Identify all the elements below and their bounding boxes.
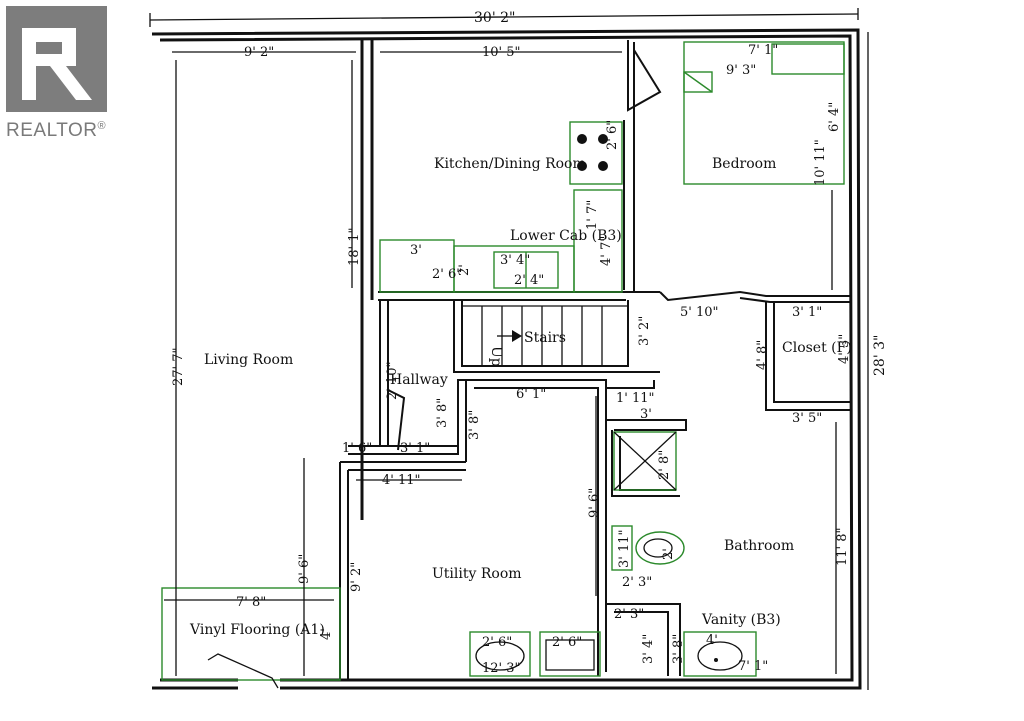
dim-util-bottom: 12' 3" [482,661,521,676]
living-room-label: Living Room [204,352,293,368]
dim-toilet-c: 2' 3" [622,575,652,590]
toilet-bowl [635,531,685,565]
registered-mark: ® [98,120,107,132]
room-labels: Living Room Kitchen/Dining Room Bedroom … [189,156,852,638]
dim-bath-depth: 11' 8" [835,528,850,567]
dim-van-b: 3' 4" [641,634,656,664]
dim-counter-b: 2' 6" [432,267,462,282]
dim-cab-b: 4' 7" [599,236,614,266]
vanity [683,631,757,677]
dim-vinyl-d: 4' [319,628,334,640]
dim-living-depth: 27' 7" [171,348,186,387]
vinyl-flooring-label: Vinyl Flooring (A1) [189,622,325,638]
stove [569,121,623,185]
dim-bed-width: 9' 3" [726,63,756,78]
dim-closet-w: 3' 1" [792,305,822,320]
closet-label: Closet (F) [782,340,852,356]
burner-1 [577,134,587,144]
dim-washer: 2' 6" [482,635,512,650]
dim-shower-a: 3' [640,407,652,422]
dimension-lines [164,51,837,676]
dim-van-a: 2' 3" [614,607,644,622]
stairs-label: Stairs [524,330,566,346]
dim-kitchen-width: 10' 5" [482,45,521,60]
burner-4 [598,161,608,171]
dim-util-left: 4' 11" [382,473,421,488]
dim-util-left-depth: 9' 2" [349,562,364,592]
dim-vinyl-w: 7' 8" [236,595,266,610]
realtor-logo: REALTOR® [6,6,107,141]
vinyl-area [161,587,341,681]
dim-sink-a: 3' 4" [500,253,530,268]
dim-counter-c: 2' [457,264,472,276]
dryer [539,631,601,677]
dim-van-e: 7' 1" [738,659,768,674]
dim-counter-a: 3' [410,243,422,258]
burner-2 [598,134,608,144]
dim-stair-gap: 5' 10" [680,305,719,320]
dim-closet-d: 4' 8" [755,340,770,370]
dim-bed-depth: 10' 11" [813,139,828,186]
stairs-arrow-icon [512,330,522,342]
wardrobe [771,43,845,75]
dim-bath-top: 3' 5" [792,411,822,426]
stairs-up-label: Up [488,346,504,367]
svg-text:REALTOR®: REALTOR® [6,120,106,141]
bedroom-label: Bedroom [712,156,776,172]
dim-overall-depth: 28' 3" [872,335,888,376]
dim-util-top: 6' 1" [516,387,546,402]
dim-van-c: 3' 8" [671,634,686,664]
bathroom-label: Bathroom [724,538,794,554]
dim-hall-c: 3' 8" [435,398,450,428]
dim-kitchen-depth: 18' 1" [347,228,362,267]
vanity-label: Vanity (B3) [701,612,781,628]
dim-hall-d: 3' 8" [467,410,482,440]
toilet-tank [611,525,633,571]
dim-range: 2' 6" [605,120,620,150]
bed-outline [683,41,845,185]
dim-wardrobe: 7' 1" [748,43,778,58]
dim-sink-b: 2' 4" [514,273,544,288]
hallway-label: Hallway [390,372,448,388]
realtor-wordmark: REALTOR [6,120,98,141]
dim-toilet-a: 3' 11" [617,530,632,569]
washer [469,631,531,677]
dim-hall-a: 1' 6" [342,441,372,456]
dim-stair-side: 3' 2" [637,316,652,346]
dim-van-d: 4' [706,633,718,648]
dim-bed-side: 6' 4" [827,102,842,132]
dim-cab-a: 1' 7" [585,200,600,230]
upper-cabinet [573,189,623,293]
dim-util-side-a: 1' 11" [616,391,655,406]
utility-room-label: Utility Room [432,566,522,582]
vanity-sink [697,641,743,671]
dim-living-lower: 9' 6" [297,554,312,584]
fixtures [161,41,845,689]
dim-hall-door: 2' 10" [385,362,400,401]
dim-dryer: 2' 6" [552,635,582,650]
dimension-labels: 30' 2" 28' 3" 9' 2" 27' 7" 10' 5" 18' 1"… [171,10,888,676]
dim-shower-b: 2' 8" [657,450,672,480]
dim-toilet-b: 2' [661,548,676,560]
stair-treads [462,305,628,366]
nightstand-left [683,71,713,93]
kitchen-label: Kitchen/Dining Room [434,156,586,172]
shower [613,431,677,491]
dim-overall-width: 30' 2" [474,10,515,26]
dim-hall-b: 3' 1" [400,441,430,456]
overall-width-dimension [149,8,859,27]
dim-util-depth: 9' 6" [587,488,602,518]
lower-cab-label: Lower Cab (B3) [510,228,622,244]
burner-3 [577,161,587,171]
dim-living-width: 9' 2" [244,45,274,60]
dim-closet-d2: 4' 3" [837,334,852,364]
